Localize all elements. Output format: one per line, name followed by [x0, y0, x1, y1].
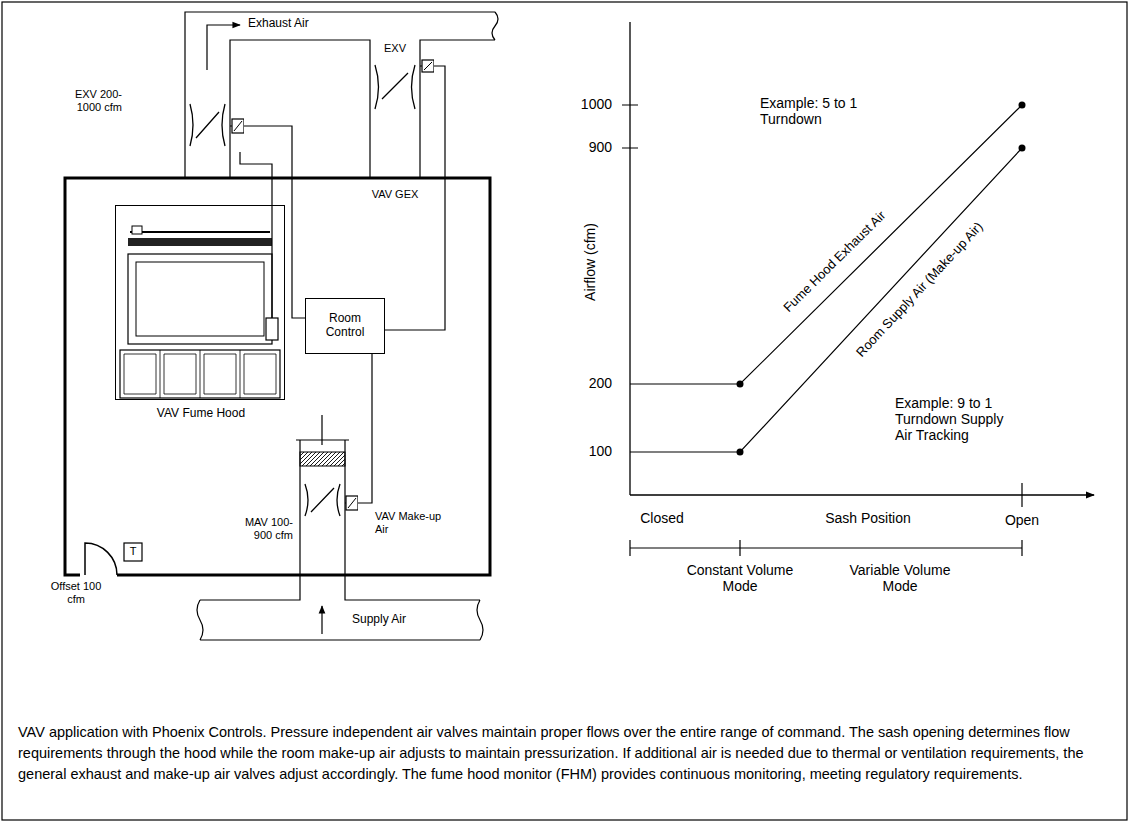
control-wire [240, 152, 272, 205]
flow-arrow [207, 25, 240, 70]
thermostat-label: T [130, 545, 137, 558]
axis-value: Open [1005, 512, 1039, 528]
mode-label: Variable Volume Mode [838, 562, 963, 594]
room-wall [65, 178, 490, 575]
sash-frame [128, 254, 272, 344]
exhaust-curve [630, 105, 1022, 384]
curve-point [1019, 145, 1026, 152]
curve-point [737, 381, 744, 388]
control-box: Room Control [305, 298, 385, 354]
node-label: EXV [370, 42, 420, 55]
axis-tick [622, 105, 1022, 507]
sash-sensor [130, 231, 270, 233]
exhaust-valve: EXVVAV GEX [367, 57, 434, 117]
figure-caption: VAV application with Phoenix Controls. P… [18, 722, 1110, 785]
filter [300, 452, 345, 466]
cabinet-doors [124, 350, 276, 398]
curve-point [1019, 102, 1026, 109]
valve-actuator [346, 496, 358, 510]
node-label: VAV GEX [360, 188, 430, 201]
curve-label: Fume Hood Exhaust Air [781, 208, 889, 315]
axis-value: 1000 [581, 96, 612, 112]
flow-label: Exhaust Air [248, 17, 309, 31]
sash-glass [136, 262, 264, 336]
valve-actuator [424, 62, 432, 70]
baffle [128, 238, 272, 246]
valve-actuator [232, 119, 244, 133]
thermostat-box [124, 543, 142, 561]
control-wire [358, 354, 372, 503]
example-note: Example: 5 to 1 Turndown [760, 95, 870, 127]
flow-arrow [321, 415, 322, 634]
node-label: MAV 100-900 cfm [227, 516, 293, 541]
example-note: Example: 9 to 1 Turndown Supply Air Trac… [895, 395, 1015, 443]
control-wire [244, 126, 305, 318]
venturi-valve [190, 104, 225, 146]
axis-value: Closed [640, 510, 684, 526]
supply-duct [197, 440, 483, 640]
node-label: EXV 200-1000 cfm [52, 88, 122, 113]
hood-monitor [266, 318, 278, 340]
axis-title: Sash Position [825, 510, 911, 526]
base-cabinet [120, 350, 280, 398]
curve-label: Room Supply Air (Make-up Air) [854, 220, 987, 361]
valve-symbol [182, 98, 244, 152]
node-label: VAV Fume Hood [116, 407, 286, 421]
exhaust-valve: EXV 200-1000 cfm [182, 98, 244, 152]
curve-point [737, 449, 744, 456]
valve-actuator [234, 121, 242, 131]
valve-actuator [422, 60, 434, 72]
venturi-valve [375, 65, 415, 109]
flow-label: Supply Air [352, 613, 406, 627]
venturi-valve [305, 484, 340, 516]
monitor-wire [271, 205, 272, 318]
exhaust-duct [185, 12, 498, 178]
axis-value: 100 [589, 443, 612, 459]
supply-curve [630, 148, 1022, 452]
valve-symbol [367, 57, 434, 117]
valve-symbol [297, 480, 358, 520]
axis-value: 200 [589, 375, 612, 391]
door-symbol [85, 543, 117, 575]
valve-actuator [348, 498, 356, 508]
node-label: VAV Make-up Air [375, 510, 447, 535]
offset-label: Offset 100 cfm [50, 580, 102, 605]
mode-bracket [630, 540, 1022, 556]
axis-value: 900 [589, 139, 612, 155]
fume-hood: VAV Fume Hood [115, 205, 285, 400]
mode-label: Constant Volume Mode [678, 562, 803, 594]
node-label: Room Control [318, 312, 372, 340]
makeup-valve: MAV 100-900 cfmVAV Make-up Air [297, 480, 358, 520]
chart-axis [630, 22, 1094, 495]
axis-title: Airflow (cfm) [582, 223, 598, 301]
sash-sensor [132, 226, 142, 234]
